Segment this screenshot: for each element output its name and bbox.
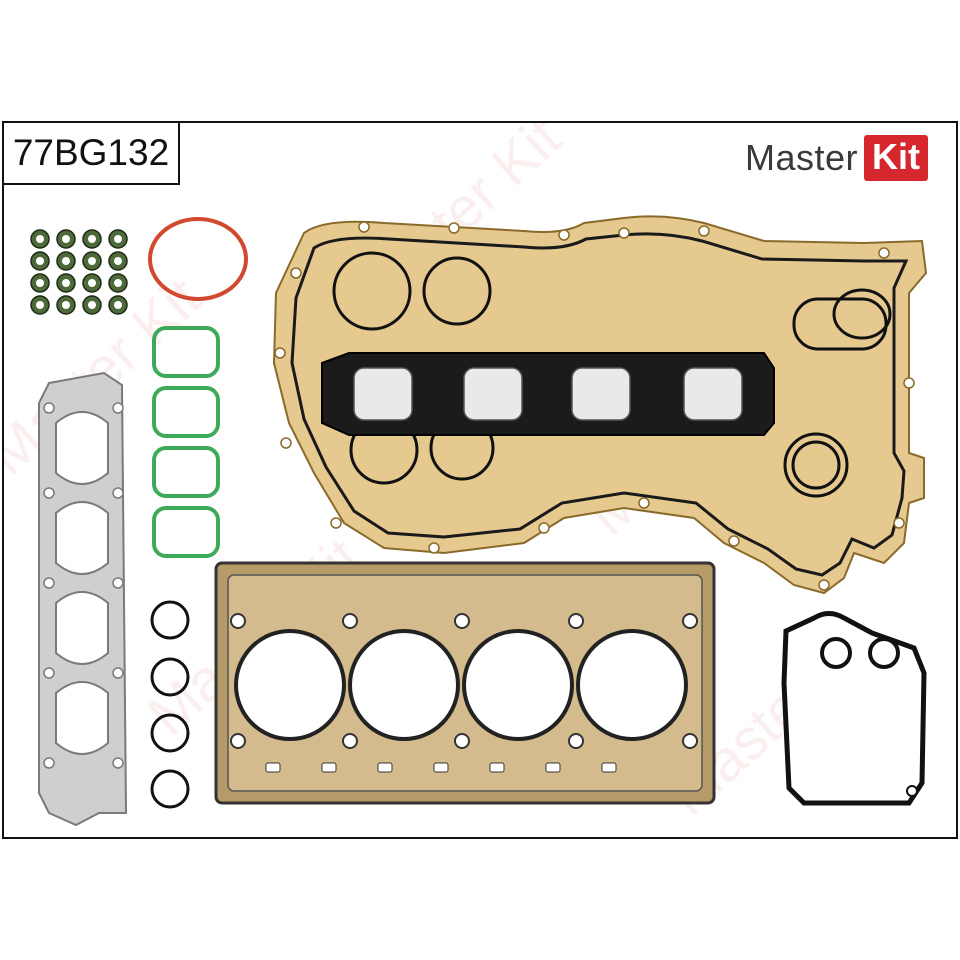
cylinder-head-gasket bbox=[214, 561, 716, 805]
valve-stem-seal-hole bbox=[114, 235, 122, 243]
brand-mark: Kit bbox=[864, 135, 928, 181]
valve-stem-seal-hole bbox=[88, 257, 96, 265]
valve-stem-seal-hole bbox=[114, 257, 122, 265]
small-o-rings bbox=[150, 600, 190, 809]
valve-stem-seal-hole bbox=[62, 257, 70, 265]
valve-stem-seal-hole bbox=[62, 235, 70, 243]
valve-stem-seal-hole bbox=[36, 235, 44, 243]
valve-stem-seal-hole bbox=[62, 279, 70, 287]
green-intake-seals bbox=[152, 326, 220, 558]
intake-manifold-gasket bbox=[321, 352, 775, 436]
valve-stem-seal-hole bbox=[88, 235, 96, 243]
valve-stem-seal-hole bbox=[62, 301, 70, 309]
valve-stem-seal-hole bbox=[88, 301, 96, 309]
valve-stem-seal-hole bbox=[114, 301, 122, 309]
exhaust-manifold-gasket bbox=[38, 371, 128, 827]
brand-name: Master bbox=[744, 137, 858, 178]
valve-stem-seal-hole bbox=[36, 301, 44, 309]
part-number-label: 77BG132 bbox=[4, 123, 180, 185]
valve-stem-seals bbox=[30, 229, 128, 315]
gasket-set-illustration bbox=[30, 215, 928, 827]
brand-logo: Master Kit bbox=[745, 133, 928, 183]
red-o-ring bbox=[148, 217, 248, 301]
valve-stem-seal-hole bbox=[88, 279, 96, 287]
valve-stem-seal-hole bbox=[114, 279, 122, 287]
valve-stem-seal-hole bbox=[36, 257, 44, 265]
thermostat-housing-gasket bbox=[781, 611, 927, 806]
product-frame: 77BG132 Master Kit Master Kit Master Kit… bbox=[2, 121, 958, 839]
valve-stem-seal-hole bbox=[36, 279, 44, 287]
